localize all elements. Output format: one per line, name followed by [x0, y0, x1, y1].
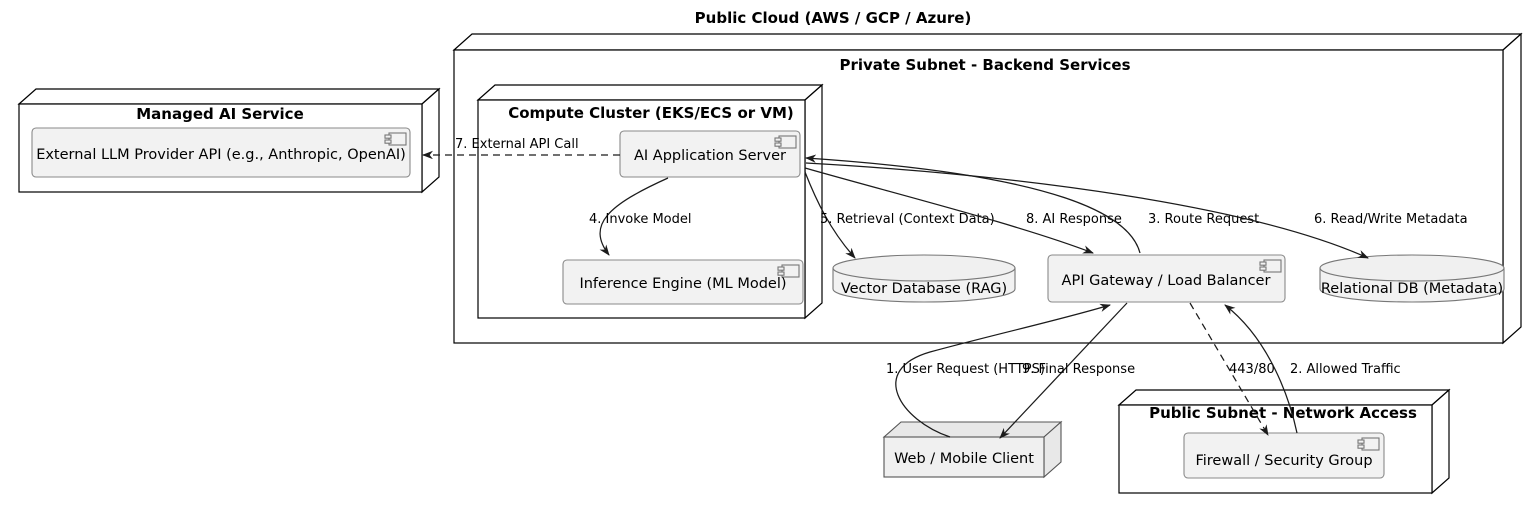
edge-label-443-80: 443/80: [1229, 362, 1275, 377]
edge-8-ai-response: [804, 167, 1094, 254]
edge-label-2: 2. Allowed Traffic: [1290, 362, 1401, 377]
edge-6-read-write-metadata: [805, 162, 1369, 259]
managed-ai-service-label: Managed AI Service: [136, 105, 304, 123]
database-vector-db[interactable]: Vector Database (RAG): [832, 254, 1016, 303]
web-client-label: Web / Mobile Client: [894, 451, 1034, 467]
component-ai-app-server[interactable]: AI Application Server: [619, 130, 801, 178]
relational-db-label: Relational DB (Metadata): [1321, 281, 1503, 297]
edge-443-80: [1189, 302, 1269, 436]
private-subnet-label: Private Subnet - Backend Services: [839, 56, 1130, 74]
vector-db-label: Vector Database (RAG): [841, 281, 1007, 297]
edge-label-4: 4. Invoke Model: [589, 212, 691, 227]
inference-engine-label: Inference Engine (ML Model): [579, 276, 786, 292]
component-inference-engine[interactable]: Inference Engine (ML Model): [562, 259, 804, 305]
public-subnet-label: Public Subnet - Network Access: [1149, 404, 1417, 422]
edge-5-retrieval: [804, 171, 856, 259]
edge-9-final-response: [999, 302, 1128, 439]
edge-3-route-request: [805, 154, 1141, 254]
edge-label-3: 3. Route Request: [1148, 212, 1259, 227]
edge-label-1: 1. User Request (HTTPS): [886, 362, 1045, 377]
component-icon: [384, 132, 407, 146]
compute-cluster-label: Compute Cluster (EKS/ECS or VM): [508, 104, 794, 122]
firewall-label: Firewall / Security Group: [1195, 453, 1372, 469]
ai-app-server-label: AI Application Server: [634, 148, 786, 164]
component-icon: [1259, 259, 1282, 273]
component-icon: [1357, 437, 1380, 451]
edge-2-allowed-traffic: [1224, 304, 1298, 434]
external-llm-label: External LLM Provider API (e.g., Anthrop…: [36, 147, 406, 163]
component-firewall[interactable]: Firewall / Security Group: [1183, 432, 1385, 479]
edge-label-5: 5. Retrieval (Context Data): [820, 212, 995, 227]
edge-label-6: 6. Read/Write Metadata: [1314, 212, 1468, 227]
component-api-gateway[interactable]: API Gateway / Load Balancer: [1047, 254, 1286, 303]
api-gateway-label: API Gateway / Load Balancer: [1062, 273, 1271, 289]
edge-1-user-request: [895, 303, 1111, 438]
edge-label-9: 9. Final Response: [1022, 362, 1135, 377]
edge-label-8: 8. AI Response: [1026, 212, 1122, 227]
diagram-title: Public Cloud (AWS / GCP / Azure): [695, 9, 972, 27]
edge-4-invoke-model: [599, 177, 669, 256]
component-icon: [774, 135, 797, 149]
component-external-llm[interactable]: External LLM Provider API (e.g., Anthrop…: [31, 127, 411, 178]
edge-label-7: 7. External API Call: [455, 137, 579, 152]
node-web-mobile-client[interactable]: Web / Mobile Client: [882, 420, 1063, 479]
database-relational-db[interactable]: Relational DB (Metadata): [1319, 254, 1505, 303]
component-icon: [777, 264, 800, 278]
